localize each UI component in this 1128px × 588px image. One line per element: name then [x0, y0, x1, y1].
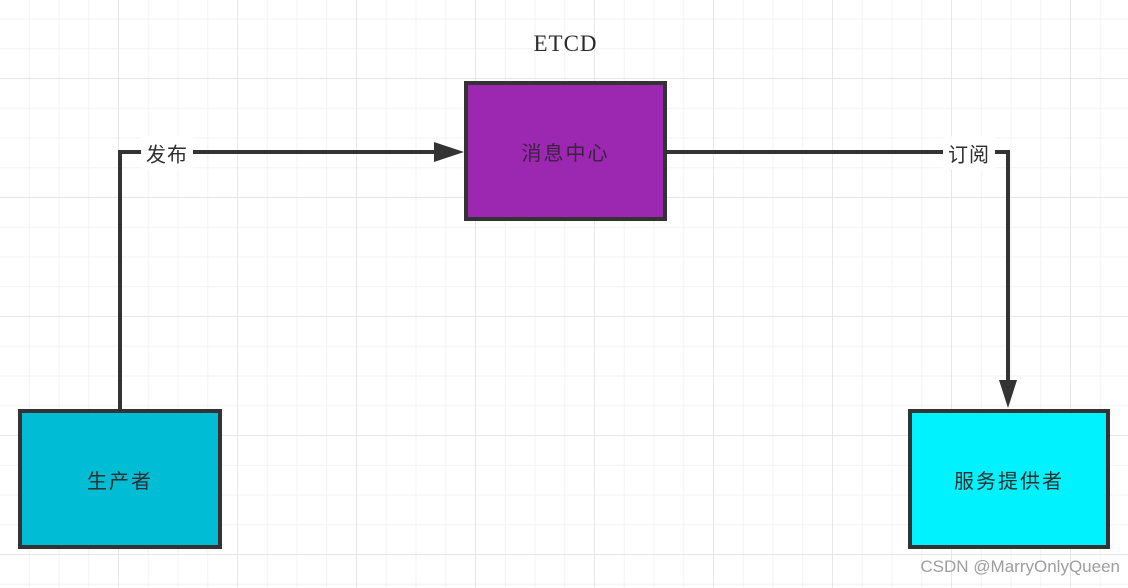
node-service-provider: 服务提供者	[908, 409, 1110, 549]
watermark: CSDN @MarryOnlyQueen	[920, 557, 1120, 576]
node-message-center-label: 消息中心	[521, 142, 610, 165]
node-producer-label: 生产者	[87, 470, 153, 493]
node-service-provider-label: 服务提供者	[954, 470, 1064, 493]
diagram-title: ETCD	[533, 31, 598, 56]
edge-publish-line	[118, 150, 438, 409]
edge-subscribe-arrowhead	[999, 380, 1017, 408]
edge-publish-arrowhead	[434, 142, 464, 162]
edge-label-subscribe: 订阅	[943, 136, 995, 170]
node-producer: 生产者	[18, 409, 222, 549]
edge-subscribe-line	[667, 150, 1010, 384]
node-message-center: 消息中心	[464, 81, 667, 221]
edge-label-publish: 发布	[141, 136, 193, 170]
